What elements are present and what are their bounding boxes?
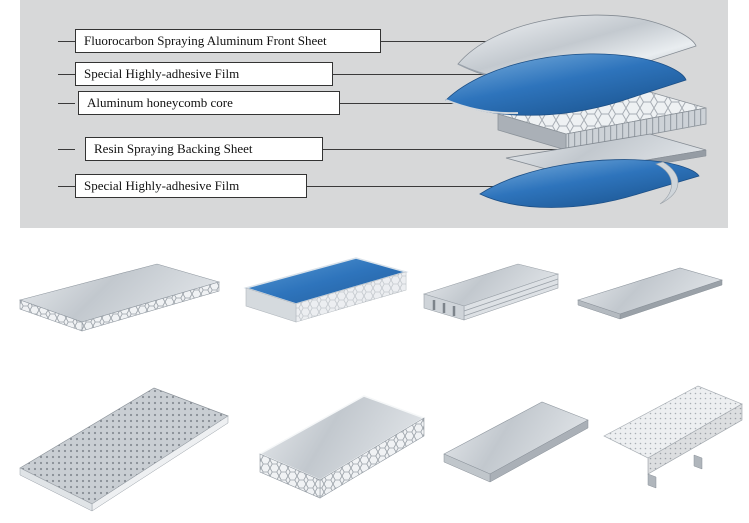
product-plain-gray-panel [438, 392, 593, 502]
leader-tick [58, 186, 75, 187]
product-perforated-gray-panel [14, 376, 234, 516]
adhesive-film-top-layer [445, 53, 687, 116]
product-gray-panel-honeycomb-edge [12, 258, 227, 348]
label-honeycomb-core: Aluminum honeycomb core [78, 91, 340, 115]
product-perforated-panel-with-flange [598, 376, 746, 514]
product-white-extruded-panel [418, 258, 563, 338]
product-silver-flat-panel [572, 260, 727, 340]
label-front-sheet: Fluorocarbon Spraying Aluminum Front She… [75, 29, 381, 53]
leader-line-backing-sheet [313, 149, 605, 150]
leader-line-honeycomb-core [330, 103, 535, 104]
leader-line-adhesive-film-bottom [297, 186, 612, 187]
leader-tick [58, 149, 75, 150]
label-adhesive-film-top: Special Highly-adhesive Film [75, 62, 333, 86]
layer-diagram-panel: Fluorocarbon Spraying Aluminum Front She… [20, 0, 728, 228]
product-honeycomb-core-panel [252, 384, 432, 509]
leader-tick [58, 41, 75, 42]
leader-tick [58, 103, 75, 104]
leader-line-front-sheet [371, 41, 531, 42]
label-adhesive-film-bottom: Special Highly-adhesive Film [75, 174, 307, 198]
label-backing-sheet: Resin Spraying Backing Sheet [85, 137, 323, 161]
leader-tick [58, 74, 75, 75]
honeycomb-core-layer [497, 89, 707, 151]
leader-line-adhesive-film-top [323, 74, 560, 75]
adhesive-film-bottom-layer [479, 159, 700, 208]
exploded-panel-illustration [388, 6, 718, 218]
product-blue-honeycomb-panel [238, 252, 413, 344]
